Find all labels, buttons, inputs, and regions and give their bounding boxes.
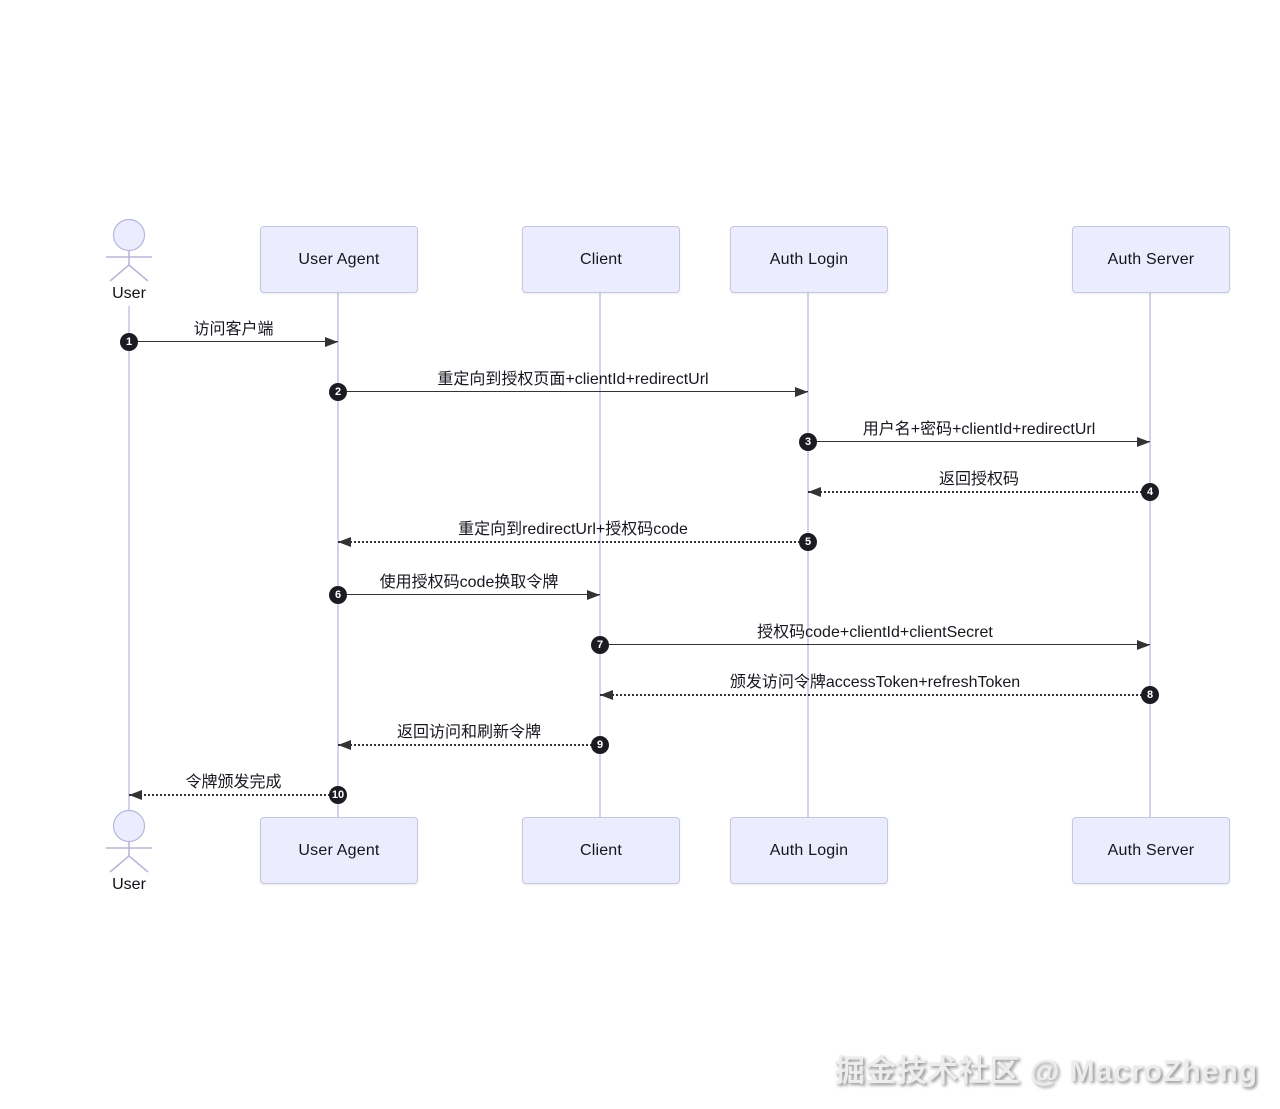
arrowhead-icon — [129, 790, 142, 800]
participant-box-user-agent-bottom: User Agent — [260, 817, 418, 884]
message-label: 授权码code+clientId+clientSecret — [757, 624, 993, 641]
message-label: 重定向到redirectUrl+授权码code — [458, 521, 688, 538]
message-label: 使用授权码code换取令牌 — [379, 574, 559, 591]
message-label: 令牌颁发完成 — [185, 774, 282, 791]
participant-label: User Agent — [298, 250, 380, 268]
lifeline-auth-login — [807, 291, 809, 817]
message-line — [338, 391, 808, 392]
arrowhead-icon — [795, 387, 808, 397]
user-actor-icon — [106, 218, 152, 282]
message-line — [600, 694, 1150, 696]
actor-label: User — [112, 285, 146, 302]
message-number-badge: 2 — [329, 383, 347, 401]
participant-label: User Agent — [298, 841, 380, 859]
message-line — [129, 341, 338, 342]
message-number-badge: 7 — [591, 636, 609, 654]
participant-label: Auth Login — [769, 250, 849, 268]
message-number-badge: 5 — [799, 533, 817, 551]
participant-label: Auth Server — [1107, 841, 1195, 859]
arrowhead-icon — [338, 537, 351, 547]
lifeline-auth-server — [1149, 291, 1151, 817]
user-actor-icon — [106, 809, 152, 873]
participant-box-auth-login-top: Auth Login — [730, 226, 888, 293]
message-line — [808, 491, 1150, 493]
message-number-badge: 1 — [120, 333, 138, 351]
watermark-text: 掘金技术社区 @ MacroZheng — [834, 1055, 1258, 1088]
arrowhead-icon — [1137, 437, 1150, 447]
message-line — [808, 441, 1150, 442]
participant-box-client-top: Client — [522, 226, 680, 293]
message-number-badge: 6 — [329, 586, 347, 604]
message-label: 访问客户端 — [193, 321, 274, 338]
message-number-badge: 9 — [591, 736, 609, 754]
participant-label: Auth Server — [1107, 250, 1195, 268]
message-label: 用户名+密码+clientId+redirectUrl — [862, 421, 1096, 438]
arrowhead-icon — [808, 487, 821, 497]
message-line — [600, 644, 1150, 645]
message-label: 返回授权码 — [938, 471, 1020, 488]
participant-box-user-agent-top: User Agent — [260, 226, 418, 293]
message-number-badge: 3 — [799, 433, 817, 451]
participant-box-auth-login-bottom: Auth Login — [730, 817, 888, 884]
participant-label: Client — [579, 841, 623, 859]
message-number-badge: 4 — [1141, 483, 1159, 501]
participant-label: Auth Login — [769, 841, 849, 859]
participant-label: Client — [579, 250, 623, 268]
arrowhead-icon — [587, 590, 600, 600]
message-number-badge: 8 — [1141, 686, 1159, 704]
message-label: 颁发访问令牌accessToken+refreshToken — [729, 674, 1021, 691]
message-label: 重定向到授权页面+clientId+redirectUrl — [437, 371, 709, 388]
message-number-badge: 10 — [329, 786, 347, 804]
lifeline-user-agent — [337, 291, 339, 817]
message-label: 返回访问和刷新令牌 — [396, 724, 542, 741]
actor-label: User — [112, 876, 146, 893]
participant-box-auth-server-bottom: Auth Server — [1072, 817, 1230, 884]
participant-box-auth-server-top: Auth Server — [1072, 226, 1230, 293]
message-line — [338, 541, 808, 543]
arrowhead-icon — [338, 740, 351, 750]
message-line — [338, 744, 600, 746]
arrowhead-icon — [1137, 640, 1150, 650]
arrowhead-icon — [325, 337, 338, 347]
participant-box-client-bottom: Client — [522, 817, 680, 884]
lifeline-user — [128, 306, 130, 810]
message-line — [338, 594, 600, 595]
actor-user-bottom: User — [97, 809, 161, 894]
arrowhead-icon — [600, 690, 613, 700]
message-line — [129, 794, 338, 796]
lifeline-client — [599, 291, 601, 817]
actor-user-top: User — [97, 218, 161, 303]
